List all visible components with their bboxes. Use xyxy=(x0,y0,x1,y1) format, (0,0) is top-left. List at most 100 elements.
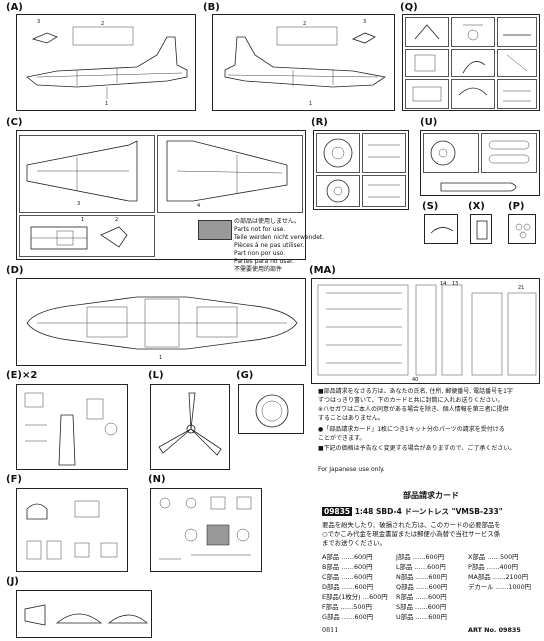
part-number: 1 xyxy=(309,101,313,107)
frame-p xyxy=(508,214,536,244)
part-number: 40 xyxy=(412,377,419,383)
frame-r xyxy=(313,130,409,210)
frame-l xyxy=(150,384,230,470)
card-desc: までお送りください。 xyxy=(322,539,386,547)
frame-f xyxy=(16,488,128,572)
frame-d: 1 xyxy=(16,278,306,366)
art-label: ART No. xyxy=(468,626,497,634)
order-card: 部品請求カード 09835 1:48 SBD-4 ドーントレス "VMSB-23… xyxy=(318,476,544,641)
frame-c: 1 2 3 4 xyxy=(16,130,306,260)
price-cell: Q部品 ……600円 xyxy=(396,583,448,591)
u-parts-drawing xyxy=(430,140,530,192)
section-label-b: (B) xyxy=(203,2,220,13)
part-number: 3 xyxy=(363,19,367,25)
frame-e xyxy=(16,384,128,470)
price-cell: C部品 ……600円 xyxy=(322,573,373,581)
wing-panels-drawing xyxy=(26,140,288,250)
section-label-e: (E)×2 xyxy=(6,370,38,381)
price-cell: F部品 ……500円 xyxy=(322,603,372,611)
notice-fr: Pièces à ne pas utiliser. xyxy=(234,242,305,249)
frame-x xyxy=(470,214,492,244)
notice-cn: 不需要使用的部件 xyxy=(234,266,283,273)
e-parts-drawing xyxy=(24,392,118,466)
price-cell: R部品 ……600円 xyxy=(396,593,447,601)
section-label-r: (R) xyxy=(311,117,328,128)
card-scale: 1:48 xyxy=(354,507,374,516)
photo-etch-drawing xyxy=(317,284,537,376)
price-cell: J部品 ……600円 xyxy=(396,553,445,561)
frame-n xyxy=(150,488,262,572)
frame-q xyxy=(402,14,540,111)
info-line: ■下記の価格は予告なく変更する場合がありますので、ご了承ください。 xyxy=(318,445,516,452)
price-cell: G部品 ……600円 xyxy=(322,613,374,621)
info-line: ずつはっきり書いて、下のカードと共に封筒に入れお送りください。 xyxy=(318,397,504,404)
section-label-u: (U) xyxy=(420,117,438,128)
part-number: 3 xyxy=(37,19,41,25)
frame-j xyxy=(16,590,152,638)
price-cell: U部品 ……600円 xyxy=(396,613,447,621)
propeller-drawing xyxy=(158,392,222,456)
frame-b: 3 2 1 xyxy=(212,14,395,111)
info-line: ■部品請求をなさる方は、あなたの氏名, 住所, 郵便番号, 電話番号を1字 xyxy=(318,388,513,395)
f-parts-drawing xyxy=(26,500,118,560)
card-code: 09835 xyxy=(322,507,353,516)
frame-ma: 14 13 21 40 xyxy=(311,278,540,384)
price-cell: S部品 ……600円 xyxy=(396,603,447,611)
section-label-ma: (MA) xyxy=(309,265,336,276)
info-line: ※ハセガワはご本人の同意がある場合を除き、個人情報を第三者に提供 xyxy=(318,406,509,413)
r-engine-drawing xyxy=(323,138,400,203)
section-label-x: (X) xyxy=(468,201,485,212)
part-number: 2 xyxy=(101,21,105,27)
part-number: 3 xyxy=(77,201,81,207)
part-number: 1 xyxy=(81,217,85,223)
section-label-g: (G) xyxy=(236,370,254,381)
j-canopy-drawing xyxy=(24,604,149,626)
price-cell: D部品 ……600円 xyxy=(322,583,374,591)
section-label-d: (D) xyxy=(6,265,24,276)
section-label-c: (C) xyxy=(6,117,23,128)
section-label-q: (Q) xyxy=(400,2,418,13)
price-cell: MA部品 ……2100円 xyxy=(468,573,529,581)
price-cell: B部品 ……600円 xyxy=(322,563,373,571)
price-cell: P部品 ……400円 xyxy=(468,563,519,571)
part-number: 2 xyxy=(115,217,119,223)
fuselage-left-drawing xyxy=(26,26,188,99)
card-desc: ○でかこみ代金を現金書留または郵便小為替で当社サービス係 xyxy=(322,530,501,538)
lower-wing-drawing xyxy=(26,296,298,350)
q-parts-drawing xyxy=(412,24,531,102)
notice-pt: Partes para no usar. xyxy=(234,258,294,265)
p-part-drawing xyxy=(515,223,531,239)
price-cell: デカール ……1000円 xyxy=(468,583,532,591)
japan-only-note: For Japanese use only. xyxy=(318,466,385,473)
section-label-a: (A) xyxy=(6,2,23,13)
card-title: 部品請求カード xyxy=(403,491,459,500)
notice-jp: の部品は使用しません。 xyxy=(234,218,300,225)
info-line: することはありません。 xyxy=(318,415,384,422)
section-label-s: (S) xyxy=(422,201,439,212)
section-label-l: (L) xyxy=(148,370,164,381)
frame-a: 3 2 1 xyxy=(16,14,196,111)
x-part-drawing xyxy=(476,220,488,240)
not-for-use-swatch xyxy=(198,220,232,240)
notice-de: Teile werden nicht verwendet. xyxy=(234,234,325,241)
part-number: 1 xyxy=(105,101,109,107)
art-number: 09835 xyxy=(498,626,521,634)
info-line: ●「部品請求カード」1枚につき1キット分のパーツの請求を受付ける xyxy=(318,426,505,433)
fuselage-right-drawing xyxy=(224,26,387,88)
part-number: 4 xyxy=(197,203,201,209)
info-line: ことができます。 xyxy=(318,435,366,442)
n-parts-drawing xyxy=(159,496,252,560)
g-ring-drawing xyxy=(255,394,289,428)
card-desc: 要品を紛失したり、破損された方は、このカードの必要部品を xyxy=(322,521,501,529)
section-label-p: (P) xyxy=(508,201,525,212)
section-label-f: (F) xyxy=(6,474,22,485)
part-number: 1 xyxy=(159,355,163,361)
card-kit-name: SBD-4 ドーントレス "VMSB-233" xyxy=(376,507,503,516)
notice-es: Part non por uso. xyxy=(234,250,286,257)
notice-en: Parts not for use. xyxy=(234,226,286,233)
s-part-drawing xyxy=(430,227,454,234)
price-cell: X部品 ……500円 xyxy=(468,553,519,561)
frame-u xyxy=(420,130,540,196)
frame-s xyxy=(424,214,458,244)
price-cell: L部品 ……600円 xyxy=(396,563,446,571)
